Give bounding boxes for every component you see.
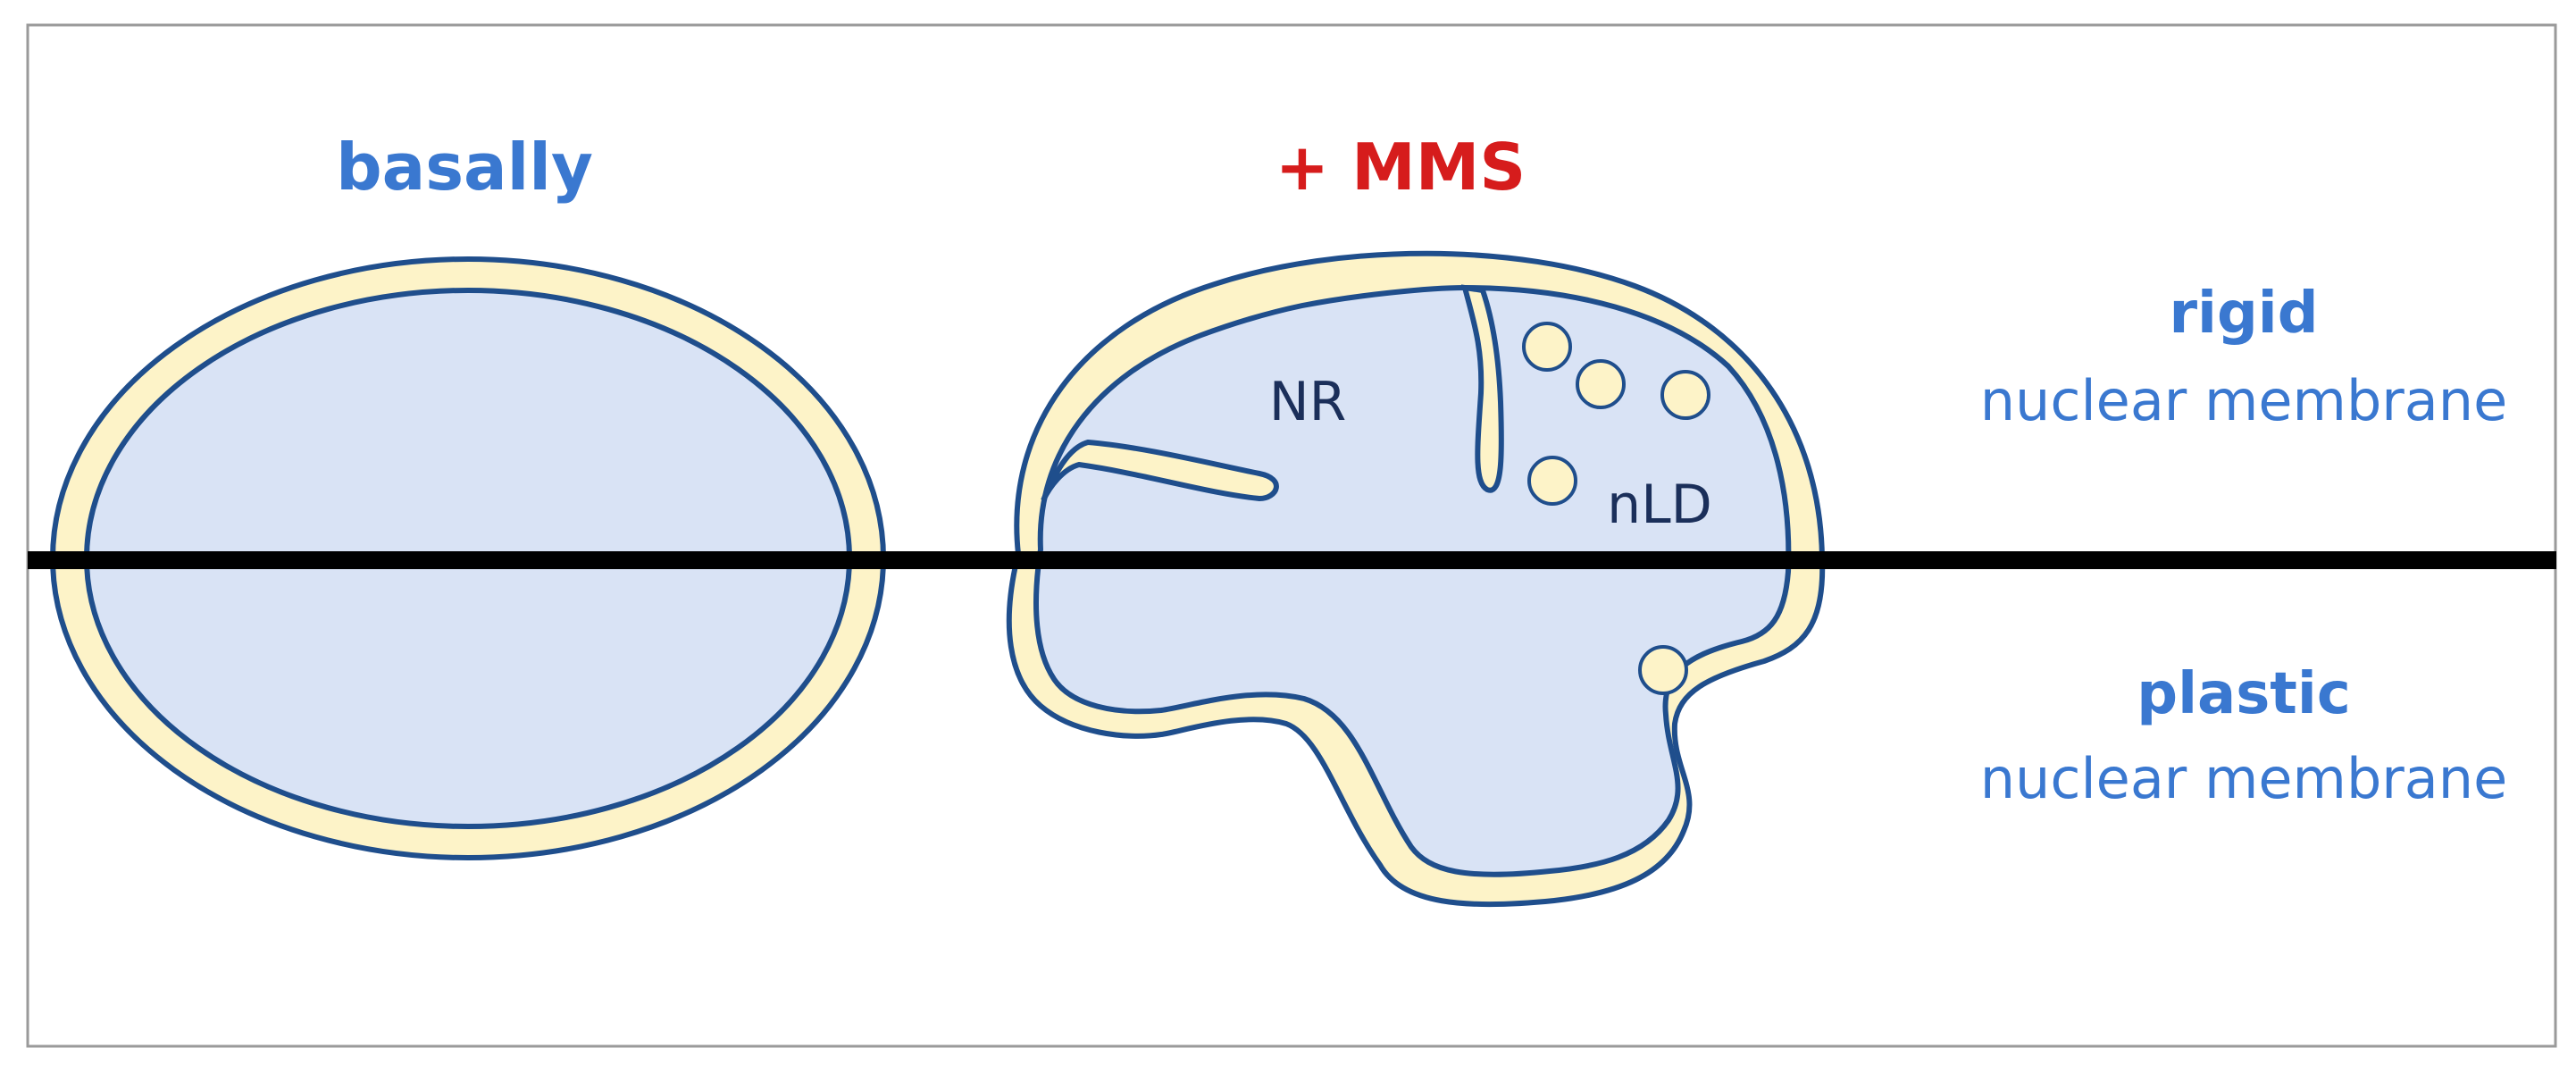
nr-invagination-top	[1460, 284, 1504, 493]
label-mms: + MMS	[1275, 130, 1526, 205]
nld-droplet	[1576, 359, 1626, 409]
nld-droplet	[1522, 322, 1572, 372]
label-plastic-membrane: nuclear membrane	[1980, 746, 2507, 811]
label-basally: basally	[336, 130, 593, 205]
label-rigid-membrane: nuclear membrane	[1980, 368, 2507, 433]
nld-droplet	[1660, 370, 1710, 420]
label-nr: NR	[1269, 371, 1347, 433]
nr-invagination-left	[1041, 439, 1279, 502]
label-plastic: plastic	[2137, 661, 2351, 727]
nld-droplet	[1527, 456, 1577, 506]
nld-droplet	[1638, 645, 1688, 695]
label-rigid: rigid	[2169, 281, 2318, 347]
mms-nucleus	[1006, 250, 1826, 908]
label-nld: nLD	[1607, 474, 1712, 536]
